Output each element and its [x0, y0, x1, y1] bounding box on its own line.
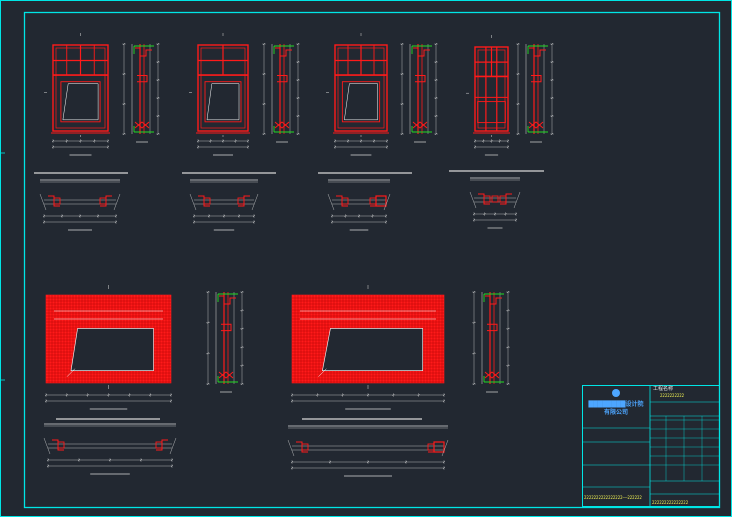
- plan-1: [39, 179, 121, 231]
- elevation-3: [326, 33, 389, 156]
- section-strip-4: [516, 42, 554, 143]
- plan-large-2: [287, 425, 449, 477]
- elevation-4: [466, 35, 510, 156]
- elevation-large-1: [44, 285, 173, 410]
- plan-2: [189, 179, 259, 231]
- plan-3: [327, 179, 391, 231]
- project-value: 2222222222: [660, 393, 685, 398]
- company-seal-icon: [612, 389, 620, 397]
- window-drawings: [34, 33, 554, 477]
- section-strip-large-1: [206, 290, 244, 393]
- plan-4: [469, 177, 521, 229]
- footer-right-text: 222222222222222: [652, 500, 689, 505]
- footer-left-text: 2222222222222222——222222: [584, 495, 642, 500]
- title-block: ████████设计院 有限公司 工程名称 2222222222 2222222…: [582, 385, 720, 507]
- plan-large-1: [43, 423, 177, 475]
- section-strip-2: [262, 42, 300, 143]
- inner-frame: [23, 11, 721, 509]
- company-name-line2: 有限公司: [604, 408, 628, 416]
- elevation-large-2: [290, 285, 446, 410]
- section-strip-3: [400, 42, 438, 143]
- elevation-2: [189, 33, 250, 156]
- section-strip-1: [122, 42, 160, 143]
- section-strip-large-2: [472, 290, 510, 393]
- company-name-line1: ████████设计院: [588, 400, 644, 408]
- project-label: 工程名称: [653, 385, 673, 392]
- elevation-1: [44, 33, 110, 156]
